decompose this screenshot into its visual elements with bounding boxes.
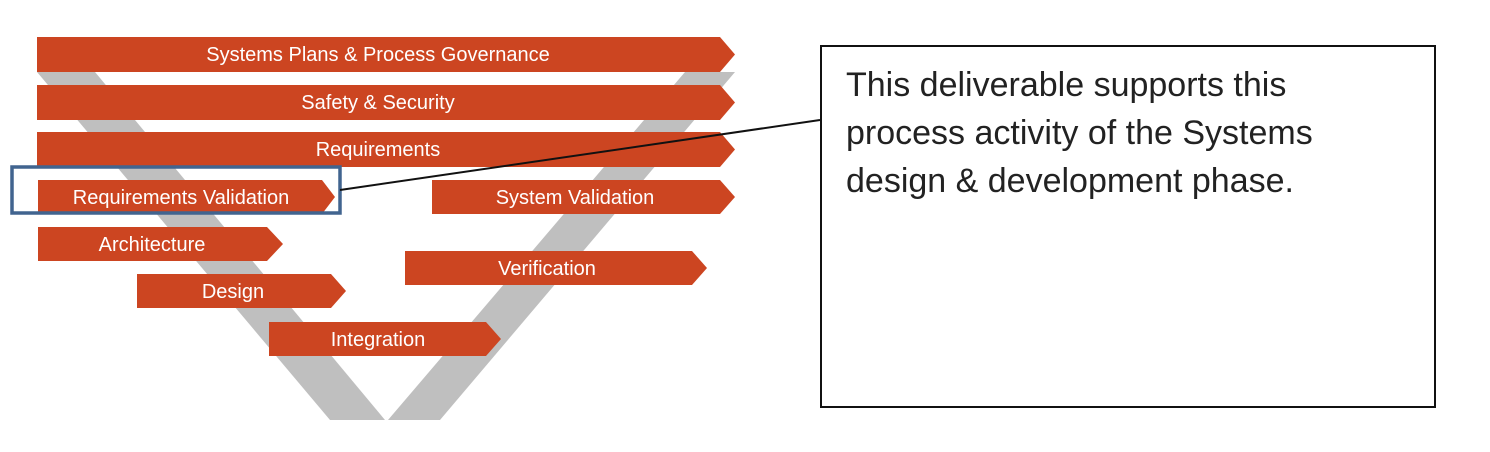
callout-text: This deliverable supports this process a… <box>846 66 1313 200</box>
phase-architecture[interactable]: Architecture <box>38 227 283 261</box>
svg-text:Requirements Validation: Requirements Validation <box>73 187 289 209</box>
phase-safety[interactable]: Safety & Security <box>37 85 735 120</box>
callout-connector <box>339 119 821 191</box>
phase-integration[interactable]: Integration <box>269 322 501 356</box>
svg-text:Architecture: Architecture <box>99 234 206 256</box>
svg-text:Safety & Security: Safety & Security <box>301 92 454 114</box>
phase-governance[interactable]: Systems Plans & Process Governance <box>37 37 735 72</box>
svg-text:Requirements: Requirements <box>316 139 441 161</box>
svg-text:System Validation: System Validation <box>496 187 655 209</box>
svg-text:Systems Plans & Process Govern: Systems Plans & Process Governance <box>206 44 549 66</box>
callout-box: This deliverable supports this process a… <box>820 45 1436 408</box>
svg-text:Integration: Integration <box>331 329 426 351</box>
svg-text:Verification: Verification <box>498 258 596 280</box>
v-right-arm <box>388 72 735 420</box>
phase-system-validation[interactable]: System Validation <box>432 180 735 214</box>
phase-verification[interactable]: Verification <box>405 251 707 285</box>
phase-requirements-validation[interactable]: Requirements Validation <box>38 180 335 214</box>
svg-text:Design: Design <box>202 281 264 303</box>
phase-design[interactable]: Design <box>137 274 346 308</box>
phase-requirements[interactable]: Requirements <box>37 132 735 167</box>
